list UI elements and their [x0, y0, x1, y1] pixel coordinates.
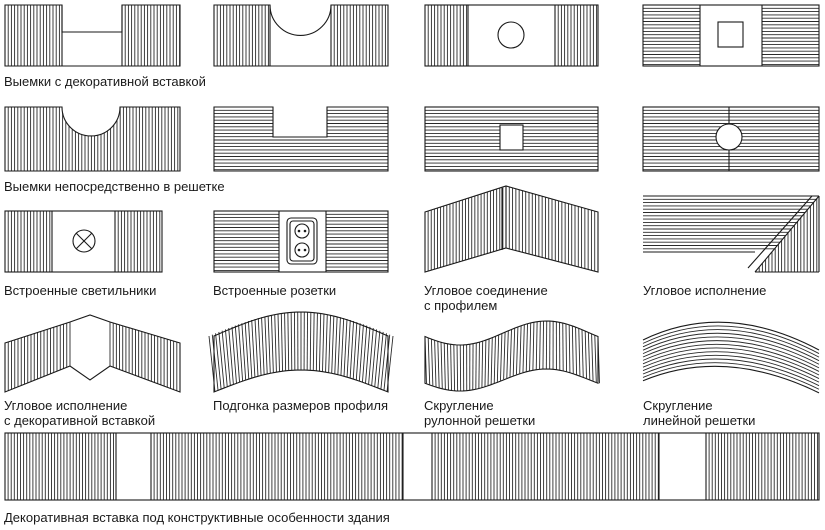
figure-roll-rounding	[424, 320, 600, 392]
lamp-cross-icon	[72, 229, 96, 253]
figure-notch-arc-insert	[213, 4, 389, 67]
figure-corner-with-insert	[4, 314, 181, 393]
label-corner: Угловое исполнение	[643, 283, 766, 298]
label-corner-insert-line1: Угловое исполнение	[4, 398, 127, 413]
label-built-in-lights: Встроенные светильники	[4, 283, 156, 298]
figure-corner	[643, 195, 820, 273]
label-linear-rounding-line1: Скругление	[643, 398, 713, 413]
label-corner-insert-line2: с декоративной вставкой	[4, 413, 155, 428]
figure-profile-fit	[208, 311, 394, 393]
label-notches-in-grille: Выемки непосредственно в решетке	[4, 179, 225, 194]
figure-building-insert-strip	[4, 432, 820, 501]
label-linear-rounding-line2: линейной решетки	[643, 413, 755, 428]
figure-linear-rounding	[642, 321, 820, 394]
figure-insert-round-hole	[424, 4, 599, 67]
figures	[4, 4, 820, 501]
figure-notch-arc-direct	[4, 106, 181, 172]
figure-corner-joint-profile	[424, 185, 599, 273]
label-roll-rounding-line2: рулонной решетки	[424, 413, 535, 428]
figure-round-hole-direct	[642, 106, 820, 172]
label-roll-rounding-line1: Скругление	[424, 398, 494, 413]
figure-built-in-sockets	[213, 210, 389, 273]
figure-insert-square-hole	[642, 4, 820, 67]
label-corner-profile-line1: Угловое соединение	[424, 283, 548, 298]
figure-built-in-light	[4, 210, 163, 273]
label-profile-fit: Подгонка размеров профиля	[213, 398, 388, 413]
socket-icon	[286, 217, 318, 265]
figure-notch-rect-direct	[213, 106, 389, 172]
label-corner-profile-line2: с профилем	[424, 298, 497, 313]
figure-notch-rect-insert	[4, 4, 181, 67]
label-notches-with-insert: Выемки с декоративной вставкой	[4, 74, 206, 89]
label-building-insert: Декоративная вставка под конструктивные …	[4, 510, 390, 525]
label-built-in-sockets: Встроенные розетки	[213, 283, 336, 298]
figure-square-hole-direct	[424, 106, 599, 172]
